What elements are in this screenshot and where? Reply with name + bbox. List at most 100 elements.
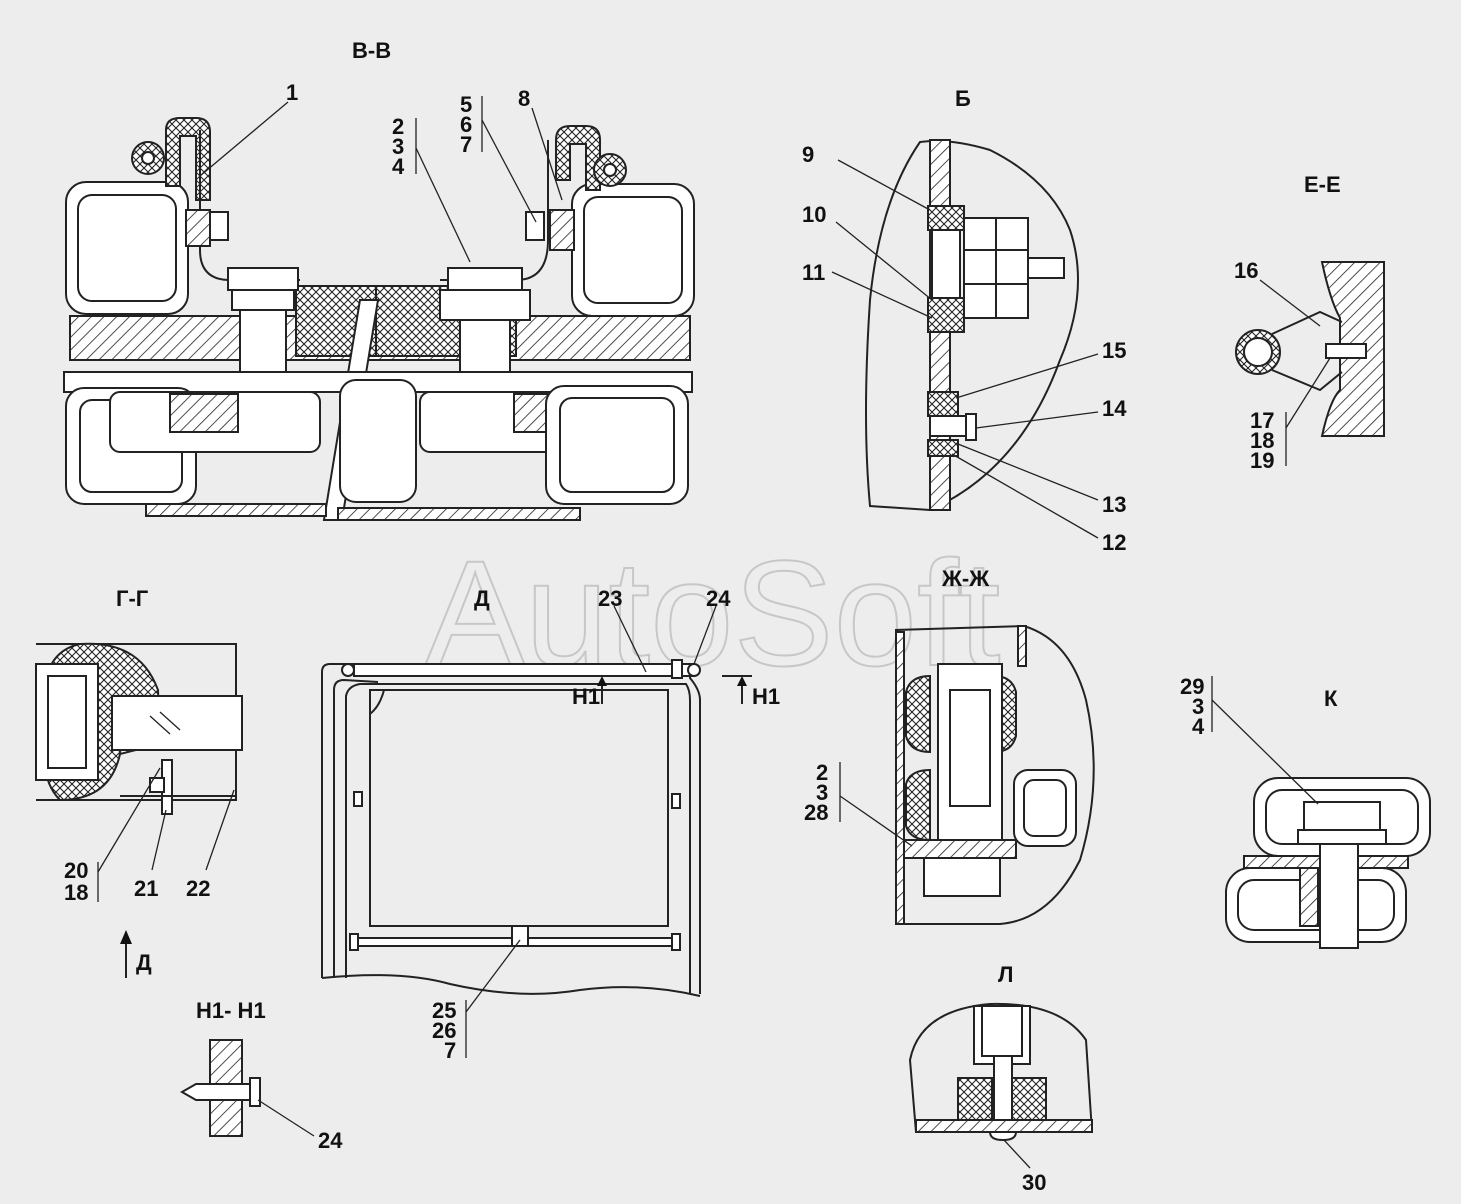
leader-30 bbox=[1003, 1139, 1031, 1169]
callout-17: 17 bbox=[1250, 408, 1274, 433]
plate-zhzh bbox=[903, 839, 1017, 859]
wall-zhzh-top bbox=[1017, 625, 1027, 667]
rail-knob-left bbox=[341, 663, 355, 677]
nut-zhzh bbox=[923, 857, 1001, 897]
leader-10 bbox=[835, 221, 933, 301]
bolt-head-1 bbox=[209, 211, 229, 241]
clip-arm-bottom bbox=[1271, 369, 1343, 392]
leader-11 bbox=[831, 271, 933, 319]
rivet-n1n1 bbox=[179, 1083, 259, 1101]
view-title-gg: Г-Г bbox=[116, 586, 149, 611]
callout-8: 8 bbox=[518, 86, 530, 111]
leader-24-d bbox=[693, 605, 717, 665]
view-title-zhzh: Ж-Ж bbox=[941, 566, 989, 591]
seal-bulb-right-core bbox=[603, 163, 617, 177]
callout-11: 11 bbox=[802, 260, 825, 285]
seal-block-bottom bbox=[927, 297, 965, 333]
callout-2-zhzh: 2 bbox=[816, 760, 828, 785]
leader-14 bbox=[975, 411, 1099, 429]
callout-9: 9 bbox=[802, 142, 814, 167]
view-title-ee: Е-Е bbox=[1304, 172, 1341, 197]
detail-boundary-l bbox=[908, 1002, 1094, 1133]
view-arrow-d-head bbox=[120, 930, 132, 944]
callout-3: 3 bbox=[392, 134, 404, 159]
callout-20: 20 bbox=[64, 858, 88, 883]
callout-16: 16 bbox=[1234, 258, 1258, 283]
callout-15: 15 bbox=[1102, 338, 1126, 363]
leader-16 bbox=[1259, 279, 1321, 327]
callout-29: 29 bbox=[1180, 674, 1204, 699]
bush-zhzh-bottom bbox=[905, 768, 931, 842]
channel-gg bbox=[35, 663, 99, 781]
view-title-b: Б bbox=[955, 86, 971, 111]
leader-29-3-4 bbox=[1211, 699, 1319, 805]
profile-zhzh bbox=[1013, 769, 1077, 847]
view-bb: В-В bbox=[63, 38, 695, 521]
view-ee: Е-Е 16 17 18 19 bbox=[1234, 172, 1385, 473]
view-title-bb: В-В bbox=[352, 38, 391, 63]
view-l: Л 30 bbox=[908, 962, 1094, 1195]
callout-23: 23 bbox=[598, 586, 622, 611]
leader-25-26-7 bbox=[465, 939, 521, 1013]
callout-21: 21 bbox=[134, 876, 158, 901]
side-clip-left bbox=[353, 791, 363, 807]
rivet-head-n1n1 bbox=[249, 1077, 261, 1107]
leader-12 bbox=[951, 453, 1099, 539]
callout-26: 26 bbox=[432, 1018, 456, 1043]
view-b: Б 9 10 11 15 14 13 12 bbox=[802, 86, 1127, 555]
frame-strip-right bbox=[440, 140, 549, 281]
screw-ee bbox=[1325, 343, 1367, 359]
view-k: К 29 3 4 bbox=[1180, 674, 1431, 949]
washer-k bbox=[1297, 829, 1387, 845]
view-gg: Г-Г 20 18 21 22 Д bbox=[35, 586, 243, 978]
callout-10: 10 bbox=[802, 202, 826, 227]
view-title-k: К bbox=[1324, 686, 1338, 711]
base-plate-right bbox=[337, 507, 581, 521]
section-label-h1-right: Н1 bbox=[752, 684, 780, 709]
callout-1: 1 bbox=[286, 80, 298, 105]
callout-4: 4 bbox=[392, 154, 405, 179]
profile-zhzh-inner bbox=[1023, 779, 1067, 837]
bottom-knob-right bbox=[671, 933, 681, 951]
bottom-clip-d bbox=[511, 925, 529, 947]
profile-upper-left-inner bbox=[77, 194, 177, 302]
section-label-h1-left: Н1 bbox=[572, 684, 600, 709]
leader-5-6-7 bbox=[481, 119, 537, 223]
detail-boundary-b bbox=[865, 140, 1079, 512]
callout-24-n1: 24 bbox=[318, 1128, 343, 1153]
callout-6: 6 bbox=[460, 112, 472, 137]
profile-lower-center bbox=[339, 379, 417, 503]
seal-bulb-left-core bbox=[141, 151, 155, 165]
hinge-pin bbox=[929, 415, 967, 437]
callout-22: 22 bbox=[186, 876, 210, 901]
hinge-block-lower bbox=[927, 439, 959, 457]
glass-d bbox=[369, 689, 669, 927]
callout-30: 30 bbox=[1022, 1170, 1046, 1195]
callout-12: 12 bbox=[1102, 530, 1126, 555]
callout-7-d: 7 bbox=[444, 1038, 456, 1063]
leader-8 bbox=[531, 107, 563, 201]
profile-lower-right-inner bbox=[559, 397, 675, 493]
glass-gg bbox=[111, 695, 243, 751]
leader-24-n1 bbox=[257, 1099, 315, 1137]
callout-2: 2 bbox=[392, 114, 404, 139]
leader-2-3-28 bbox=[839, 795, 913, 847]
frame-strip-left bbox=[199, 130, 300, 281]
clip-ring-core-ee bbox=[1243, 337, 1273, 367]
rail-knob-right bbox=[687, 663, 701, 677]
profile-upper-right-inner bbox=[583, 196, 683, 304]
bolt-washer-2 bbox=[231, 289, 295, 311]
clip-arm-top bbox=[1271, 310, 1343, 335]
view-arrow-d-label: Д bbox=[136, 950, 152, 975]
bolt-shank-k bbox=[1319, 843, 1359, 949]
door-frame-mid bbox=[333, 678, 379, 978]
profile-lower-right bbox=[545, 385, 689, 505]
view-zhzh: Ж-Ж 2 3 28 bbox=[804, 566, 1095, 925]
bolt-head-k bbox=[1303, 801, 1381, 831]
leader-1 bbox=[199, 101, 289, 177]
callout-4-k: 4 bbox=[1192, 714, 1205, 739]
detail-boundary-zhzh bbox=[895, 624, 1095, 925]
sleeve-zhzh-inner bbox=[949, 689, 991, 807]
plate-lower-left bbox=[169, 393, 239, 433]
leader-13 bbox=[957, 443, 1099, 501]
